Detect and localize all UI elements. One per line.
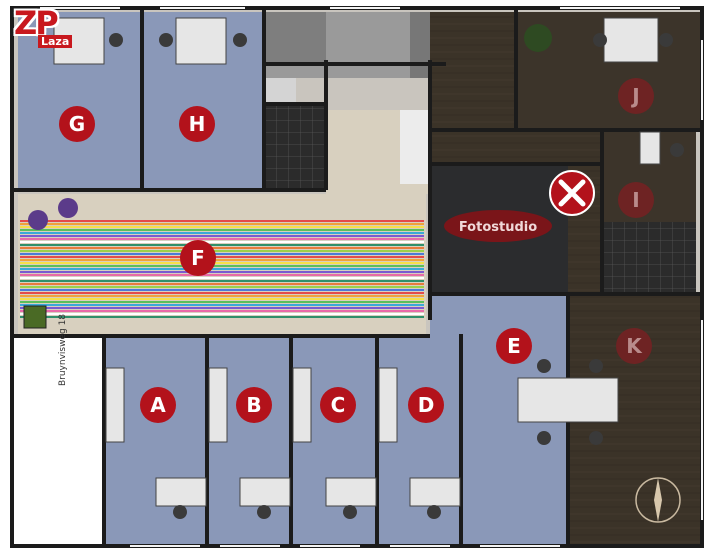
room-marker-g[interactable]: G (59, 106, 95, 142)
room-marker-label: B (246, 393, 261, 417)
room-marker-label: F (191, 246, 205, 270)
room-marker-j[interactable]: J (618, 78, 654, 114)
room-marker-c[interactable]: C (320, 387, 356, 423)
brand-logo: ZP Laza (8, 4, 73, 56)
room-marker-label: G (69, 112, 85, 136)
close-x-icon (549, 170, 595, 216)
room-marker-a[interactable]: A (140, 387, 176, 423)
striped-carpet (20, 220, 424, 318)
room-marker-label: H (189, 112, 206, 136)
street-label: Bruynvisweg 18 (58, 313, 68, 387)
logo-mark: ZP (14, 4, 59, 42)
room-marker-f[interactable]: F (180, 240, 216, 276)
room-marker-h[interactable]: H (179, 106, 215, 142)
fotostudio-sign (444, 210, 552, 242)
fotostudio-label: Fotostudio (459, 220, 537, 235)
room-marker-e[interactable]: E (496, 328, 532, 364)
room-marker-d[interactable]: D (408, 387, 444, 423)
room-marker-label: C (331, 393, 346, 417)
room-marker-label: D (418, 393, 435, 417)
room-marker-label: J (630, 84, 639, 108)
room-marker-label: K (626, 334, 643, 358)
room-marker-k[interactable]: K (616, 328, 652, 364)
room-marker-i[interactable]: I (618, 182, 654, 218)
logo-subtitle: Laza (38, 35, 73, 48)
room-marker-label: I (632, 188, 639, 212)
room-marker-label: A (150, 393, 166, 417)
room-marker-label: E (507, 334, 521, 358)
room-marker-b[interactable]: B (236, 387, 272, 423)
